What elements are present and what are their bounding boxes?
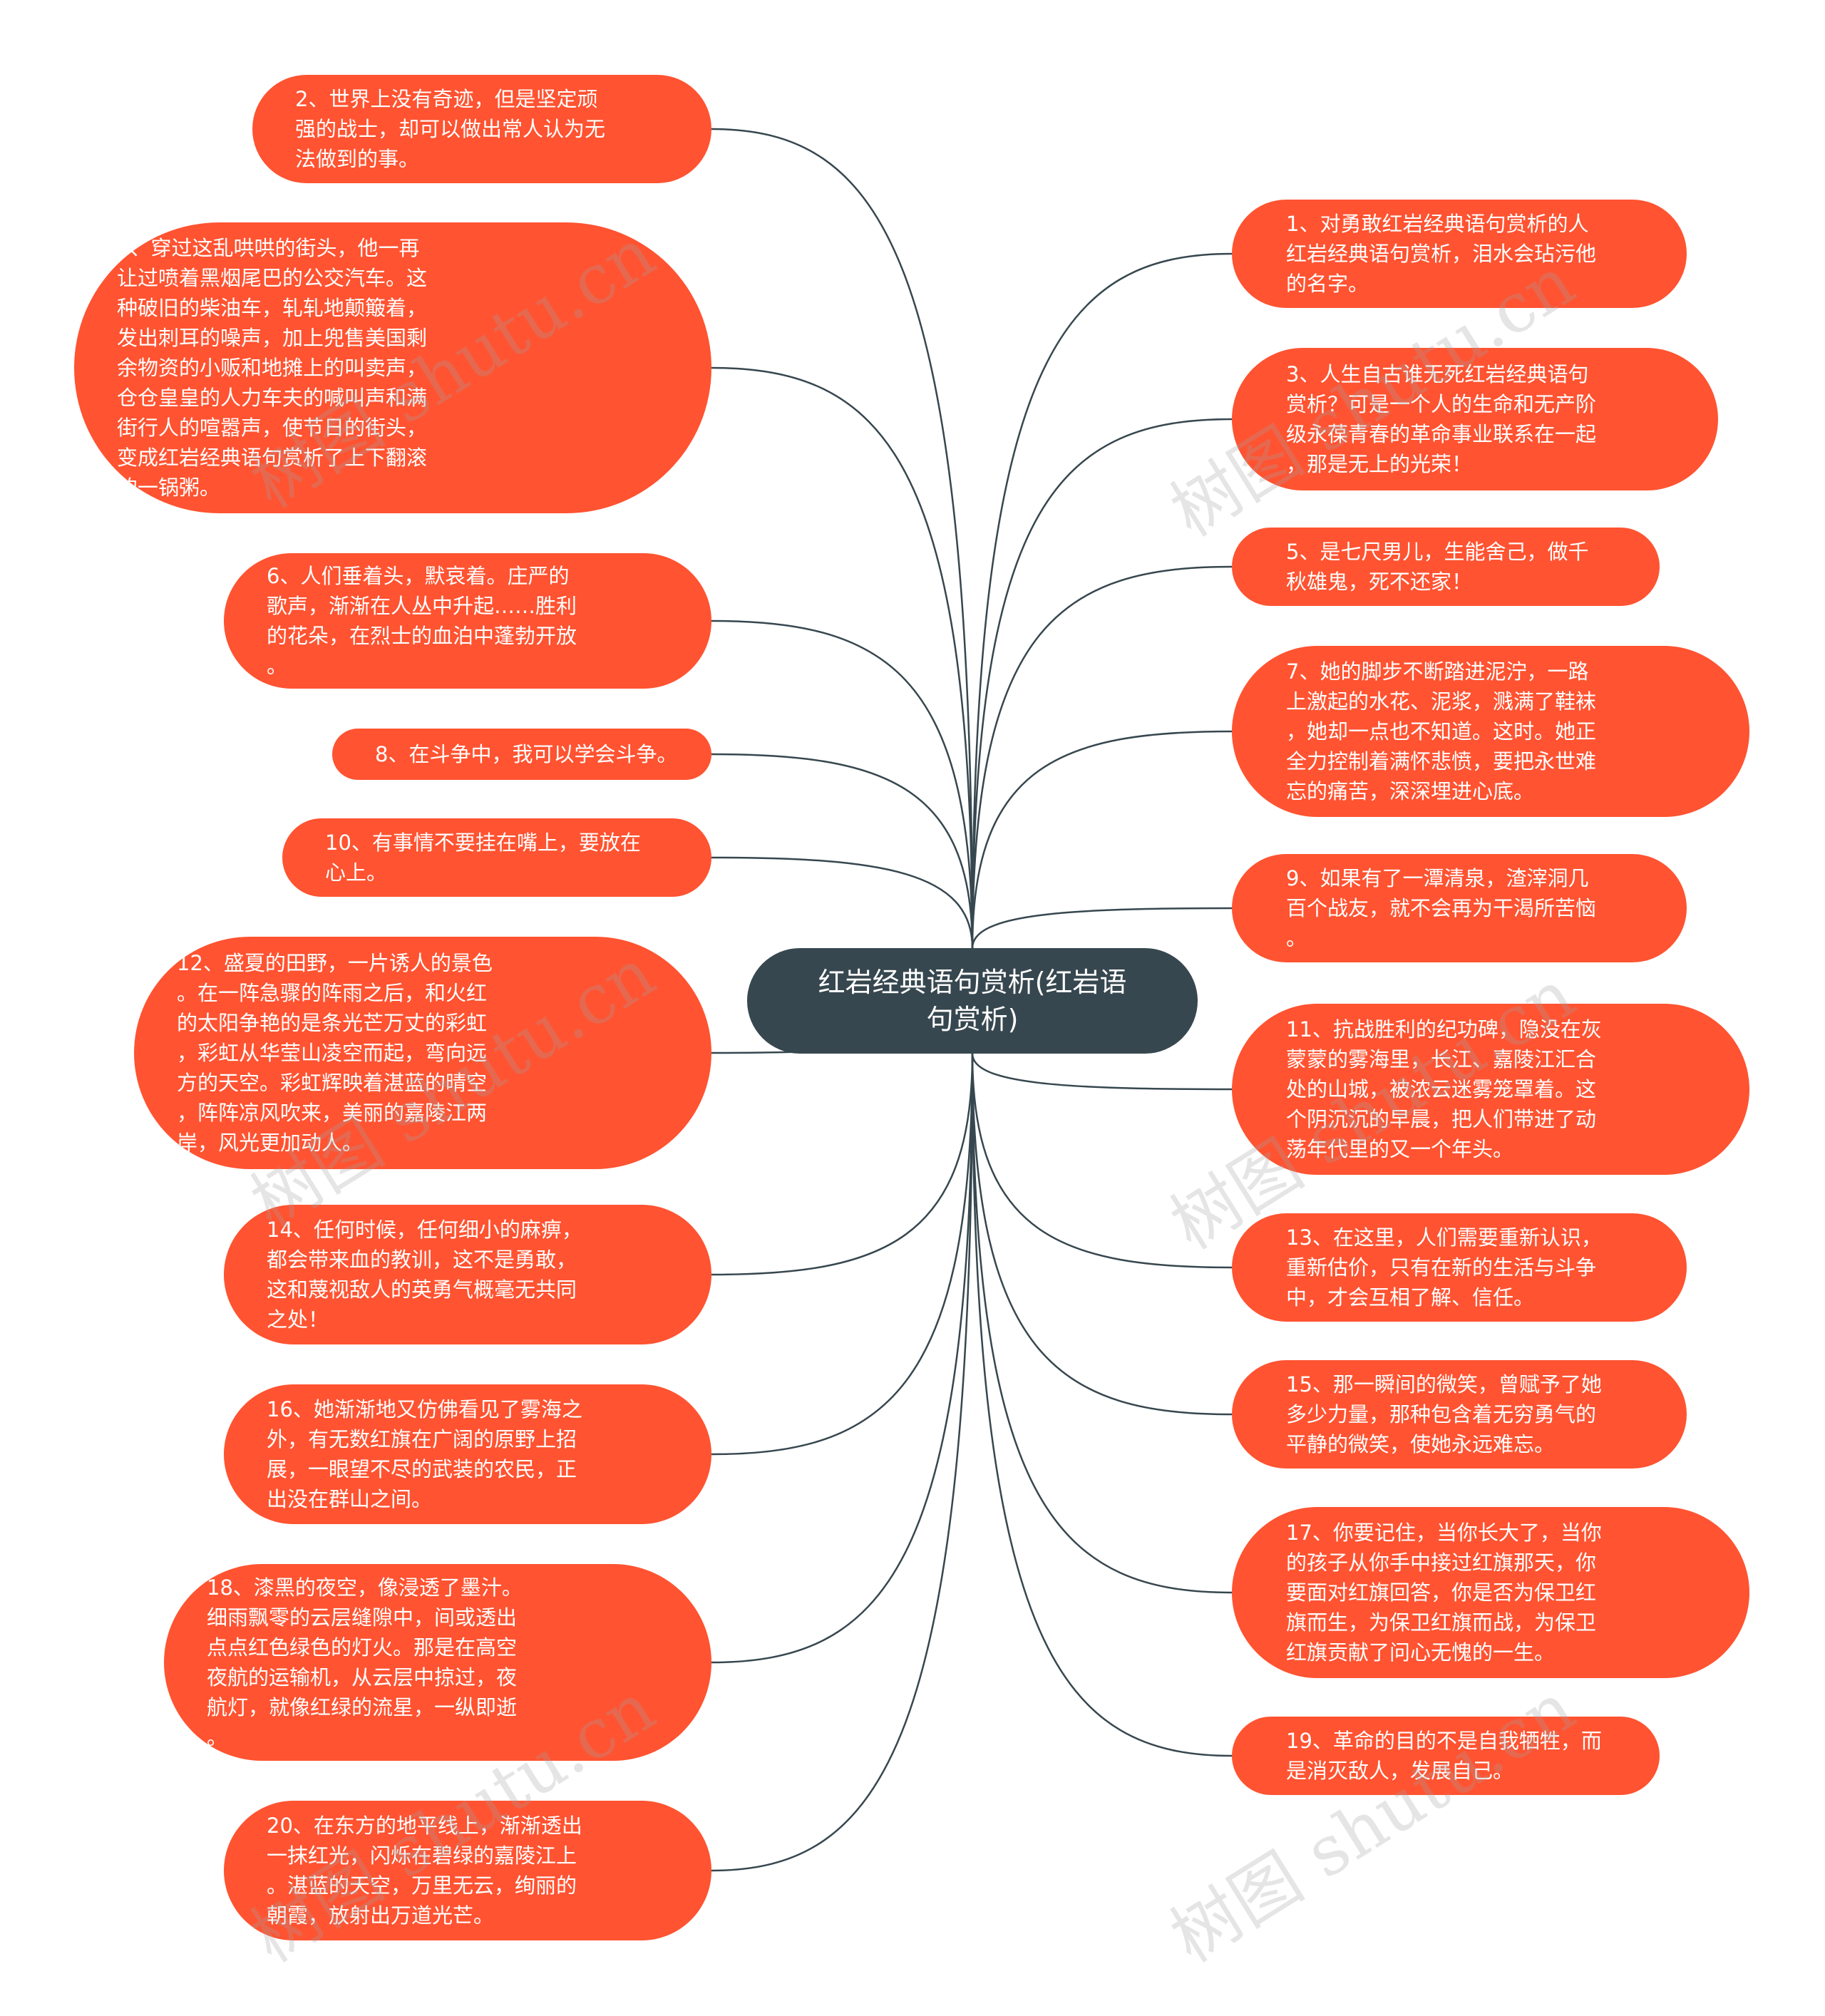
connector-line — [971, 252, 1233, 949]
connector-line — [711, 1053, 974, 1456]
connector-line — [971, 730, 1233, 949]
branch-node[interactable]: 19、革命的目的不是自我牺牲，而 是消灭敌人，发展自己。 — [1232, 1717, 1660, 1795]
connector-line — [971, 1053, 1233, 1416]
branch-node[interactable]: 8、在斗争中，我可以学会斗争。 — [332, 729, 711, 780]
branch-node[interactable]: 14、任何时候，任何细小的麻痹， 都会带来血的教训，这不是勇敢， 这和蔑视敌人的… — [224, 1205, 711, 1344]
branch-node[interactable]: 18、漆黑的夜空，像浸透了墨汁。 细雨飘零的云层缝隙中，间或透出 点点红色绿色的… — [164, 1564, 711, 1761]
connector-line — [711, 856, 974, 949]
connector-line — [971, 1053, 1233, 1269]
connector-line — [711, 1053, 974, 1276]
connector-line — [711, 619, 974, 949]
branch-node[interactable]: 10、有事情不要挂在嘴上，要放在 心上。 — [282, 818, 711, 897]
branch-node[interactable]: 13、在这里，人们需要重新认识， 重新估价，只有在新的生活与斗争 中，才会互相了… — [1232, 1213, 1687, 1322]
branch-node[interactable]: 4、穿过这乱哄哄的街头，他一再 让过喷着黑烟尾巴的公交汽车。这 种破旧的柴油车，… — [74, 222, 711, 513]
branch-node[interactable]: 16、她渐渐地又仿佛看见了雾海之 外，有无数红旗在广阔的原野上招 展，一眼望不尽… — [224, 1384, 711, 1524]
connector-line — [971, 907, 1233, 949]
connector-line — [971, 1053, 1233, 1757]
center-topic[interactable]: 红岩经典语句赏析(红岩语 句赏析) — [747, 948, 1198, 1054]
branch-node[interactable]: 6、人们垂着头，默哀着。庄严的 歌声，渐渐在人丛中升起……胜利 的花朵，在烈士的… — [224, 553, 711, 689]
connector-line — [711, 1053, 974, 1872]
connector-line — [971, 1053, 1233, 1091]
branch-node[interactable]: 15、那一瞬间的微笑，曾赋予了她 多少力量，那种包含着无穷勇气的 平静的微笑，使… — [1232, 1360, 1687, 1469]
branch-node[interactable]: 7、她的脚步不断踏进泥泞，一路 上激起的水花、泥浆，溅满了鞋袜 ，她却一点也不知… — [1232, 646, 1749, 817]
connector-line — [711, 753, 974, 949]
connector-line — [971, 418, 1233, 949]
branch-node[interactable]: 12、盛夏的田野，一片诱人的景色 。在一阵急骤的阵雨之后，和火红 的太阳争艳的是… — [134, 937, 711, 1169]
branch-node[interactable]: 9、如果有了一潭清泉，渣滓洞几 百个战友，就不会再为干渴所苦恼 。 — [1232, 854, 1687, 962]
branch-node[interactable]: 11、抗战胜利的纪功碑，隐没在灰 蒙蒙的雾海里，长江、嘉陵江汇合 处的山城，被浓… — [1232, 1004, 1749, 1175]
branch-node[interactable]: 20、在东方的地平线上，渐渐透出 一抹红光，闪烁在碧绿的嘉陵江上 。湛蓝的天空，… — [224, 1801, 711, 1940]
connector-line — [971, 1053, 1233, 1594]
branch-node[interactable]: 17、你要记住，当你长大了，当你 的孩子从你手中接过红旗那天，你 要面对红旗回答… — [1232, 1507, 1749, 1678]
branch-node[interactable]: 3、人生自古谁无死红岩经典语句 赏析？可是一个人的生命和无产阶 级永葆青春的革命… — [1232, 348, 1718, 490]
branch-node[interactable]: 5、是七尺男儿，生能舍己，做千 秋雄鬼，死不还家！ — [1232, 528, 1660, 606]
branch-node[interactable]: 1、对勇敢红岩经典语句赏析的人 红岩经典语句赏析，泪水会玷污他 的名字。 — [1232, 200, 1687, 308]
branch-node[interactable]: 2、世界上没有奇迹，但是坚定顽 强的战士，却可以做出常人认为无 法做到的事。 — [252, 75, 711, 183]
connector-line — [711, 128, 974, 949]
connector-line — [711, 366, 974, 949]
connector-line — [971, 565, 1233, 949]
connector-line — [711, 1053, 974, 1664]
